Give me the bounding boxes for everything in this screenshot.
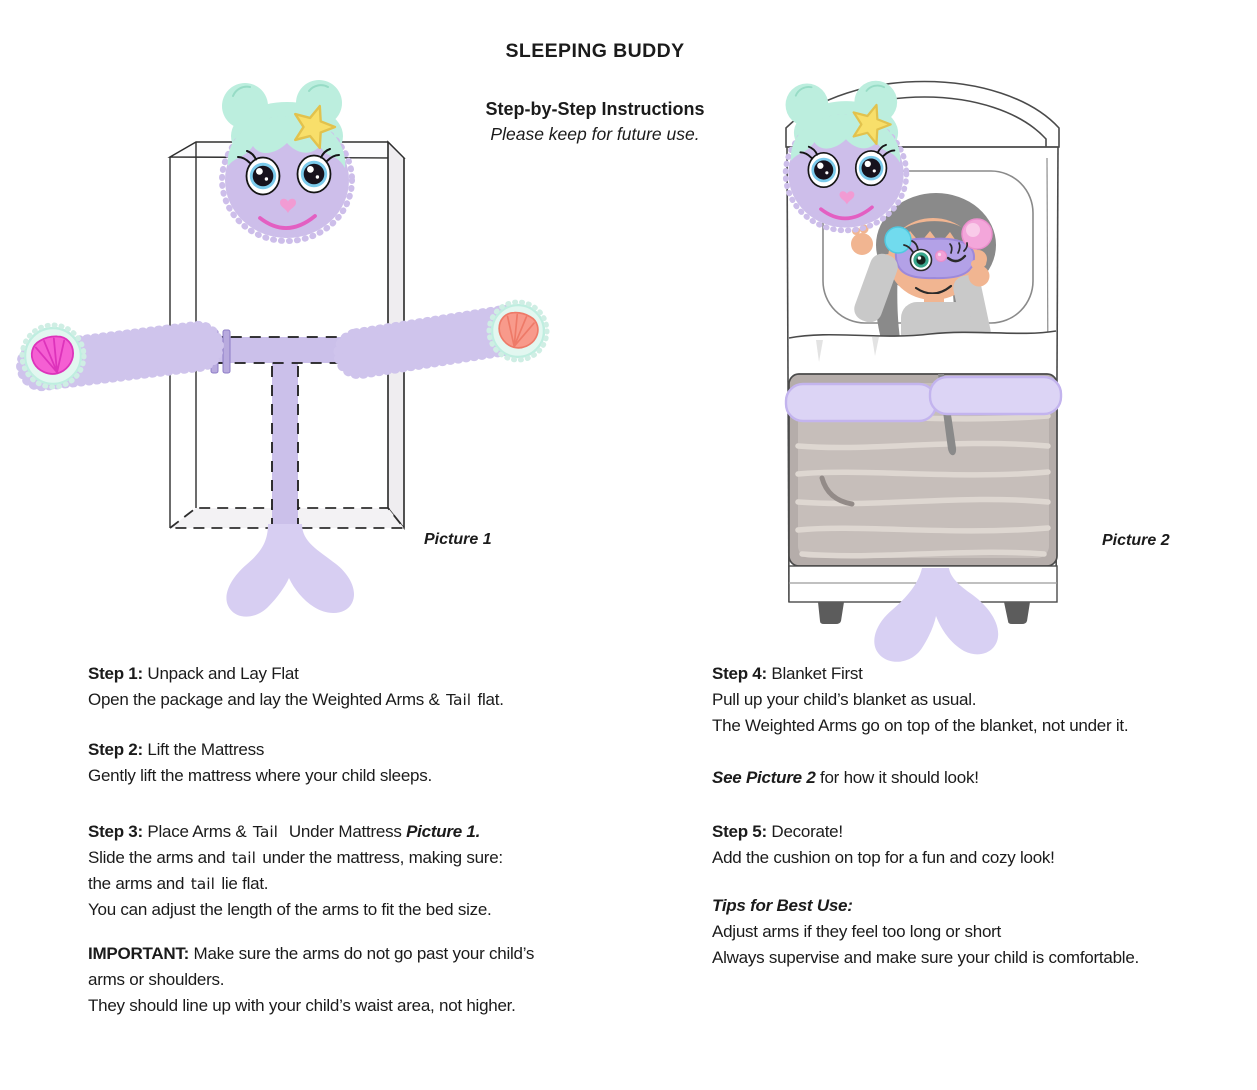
starfish-icon	[852, 103, 892, 145]
child-smile	[914, 284, 953, 295]
child-bangs	[891, 221, 976, 247]
weighted-arms-band	[784, 375, 1063, 423]
plush-eye-right	[854, 143, 896, 187]
smile	[819, 205, 874, 221]
mermaid-tail	[226, 524, 355, 617]
important-line2: arms or shoulders.	[88, 970, 225, 989]
plush-eye-right	[296, 148, 340, 194]
step4-heading: Step 4: Blanket First	[712, 664, 863, 683]
picture1-label: Picture 1	[424, 531, 492, 548]
shell-hand-right	[486, 299, 550, 363]
step5-heading: Step 5: Decorate!	[712, 822, 843, 841]
keep-note: Please keep for future use.	[490, 124, 700, 144]
heart-nose-icon	[839, 191, 855, 205]
bed-foot	[1004, 602, 1030, 624]
important-block: IMPORTANT: Make sure the arms do not go …	[88, 941, 534, 1019]
heart-nose-icon	[280, 198, 296, 213]
child-eye-open	[903, 240, 933, 272]
see-picture-block: See Picture 2 for how it should look!	[712, 765, 1139, 791]
page-subtitle: Step-by-Step Instructions	[485, 99, 705, 119]
starfish-icon	[294, 104, 337, 150]
left-column: Step 1: Unpack and Lay Flat Open the pac…	[88, 661, 534, 1019]
buckle-icon	[222, 329, 231, 374]
step5-line1: Add the cushion on top for a fun and coz…	[712, 848, 1055, 867]
sleep-mask	[884, 218, 993, 280]
step2-block: Step 2: Lift the Mattress Gently lift th…	[88, 737, 534, 789]
smile	[258, 214, 317, 230]
picture1-illustration	[16, 80, 550, 617]
shell-hand-left	[19, 322, 87, 390]
page-title: SLEEPING BUDDY	[505, 40, 685, 62]
pompom-blue-icon	[884, 226, 912, 254]
plush-head	[219, 80, 355, 244]
tips-line1: Adjust arms if they feel too long or sho…	[712, 922, 1002, 941]
shell-icon	[498, 311, 539, 349]
right-column: Step 4: Blanket First Pull up your child…	[712, 661, 1139, 971]
step4-block: Step 4: Blanket First Pull up your child…	[712, 661, 1139, 739]
step3-heading: Step 3: Place Arms & Tail Under Mattress…	[88, 822, 481, 841]
child-eye-wink	[946, 242, 969, 263]
step1-block: Step 1: Unpack and Lay Flat Open the pac…	[88, 661, 534, 713]
tips-line2: Always supervise and make sure your chil…	[712, 948, 1139, 967]
mermaid-tail	[874, 568, 999, 662]
step3-line3: You can adjust the length of the arms to…	[88, 900, 492, 919]
plush-eye-left	[237, 150, 281, 196]
picture2-illustration	[782, 80, 1063, 662]
step4-line1: Pull up your child’s blanket as usual.	[712, 690, 977, 709]
bed-foot	[818, 602, 844, 624]
child-fist	[968, 258, 990, 287]
vertical-strap	[271, 352, 299, 528]
shell-icon	[30, 335, 74, 375]
see-picture-line: See Picture 2 for how it should look!	[712, 768, 979, 787]
step3-line2: the arms and tail lie flat.	[88, 874, 269, 893]
important-line3: They should line up with your child’s wa…	[88, 996, 516, 1015]
step4-line2: The Weighted Arms go on top of the blank…	[712, 716, 1129, 735]
important-line1: IMPORTANT: Make sure the arms do not go …	[88, 944, 535, 963]
step2-heading: Step 2: Lift the Mattress	[88, 740, 265, 759]
plush-eye-left	[799, 145, 840, 189]
step3-line1: Slide the arms and tail under the mattre…	[88, 848, 503, 867]
step3-block: Step 3: Place Arms & Tail Under Mattress…	[88, 819, 534, 923]
pajama-sleeve	[854, 253, 898, 323]
plush-head	[782, 80, 910, 234]
step2-body: Gently lift the mattress where your chil…	[88, 766, 432, 785]
step1-heading: Step 1: Unpack and Lay Flat	[88, 664, 299, 683]
tips-heading: Tips for Best Use:	[712, 896, 853, 915]
blanket-crease	[819, 475, 855, 507]
picture2-label: Picture 2	[1102, 532, 1170, 549]
step1-body: Open the package and lay the Weighted Ar…	[88, 690, 504, 709]
mask-nose-icon	[935, 250, 947, 262]
step5-block: Step 5: Decorate! Add the cushion on top…	[712, 819, 1139, 871]
tips-block: Tips for Best Use: Adjust arms if they f…	[712, 893, 1139, 971]
sheet-fold	[788, 330, 1057, 374]
